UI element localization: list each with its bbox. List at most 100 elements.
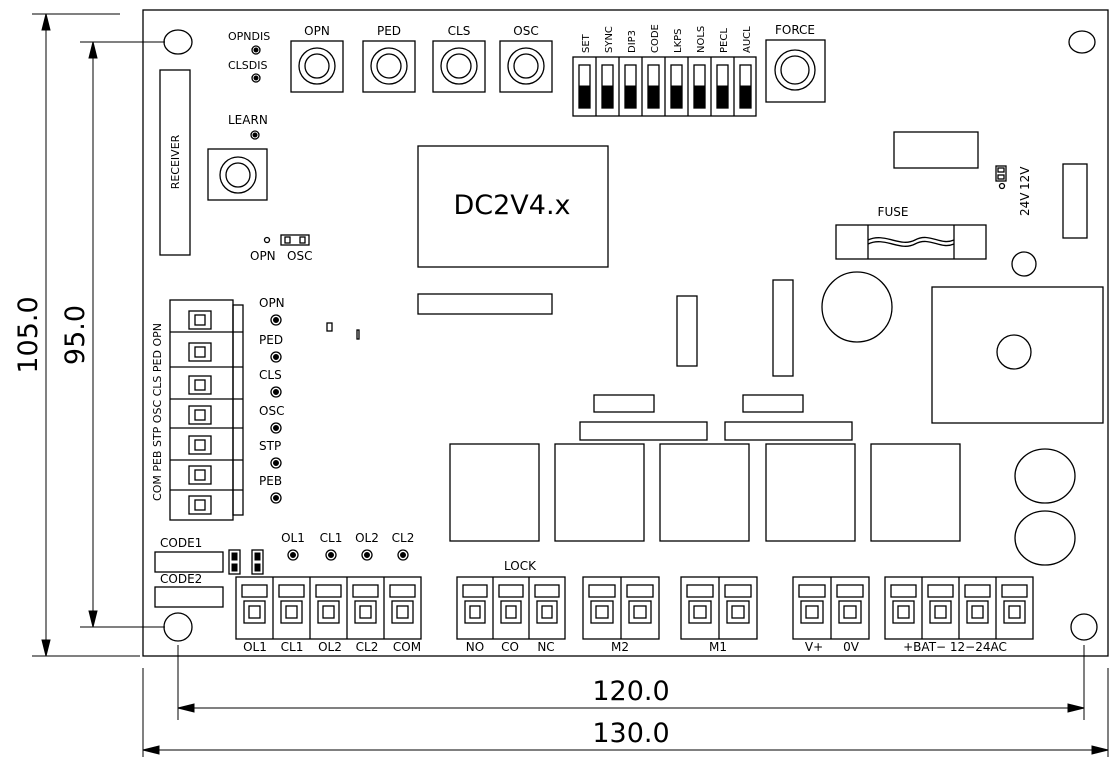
terminal-screw[interactable] <box>389 584 416 624</box>
input-led-label: CLS <box>259 368 282 382</box>
learn-button[interactable] <box>207 148 268 201</box>
terminal-screw[interactable] <box>315 584 342 624</box>
terminal-screw[interactable] <box>890 584 917 624</box>
terminal-label: OL1 <box>243 640 267 654</box>
cls-button[interactable] <box>432 40 486 93</box>
component-tall-right <box>1062 163 1088 239</box>
osc-button[interactable] <box>499 40 553 93</box>
dip-label: PECL <box>719 28 730 53</box>
terminal-screw[interactable] <box>798 584 826 624</box>
input-led-label: PEB <box>259 474 282 488</box>
code1-slot <box>154 551 224 573</box>
small-hole <box>1011 251 1037 277</box>
terminal-block <box>582 576 660 640</box>
voltage-24-label: 24V <box>1018 192 1032 216</box>
dip-label: NOLS <box>696 26 707 53</box>
voltage-jumper[interactable] <box>995 165 1007 190</box>
jumper-opn-label: OPN <box>250 249 276 263</box>
mounting-holes <box>163 29 1098 642</box>
dip-switch-block[interactable] <box>572 56 757 117</box>
terminal-screw[interactable] <box>462 584 488 624</box>
input-terminal-block <box>169 299 244 521</box>
fuse-label: FUSE <box>878 205 909 219</box>
component-block <box>893 131 979 169</box>
top-button-label: CLS <box>448 24 471 38</box>
terminal-block <box>680 576 758 640</box>
limit-led-label: OL2 <box>355 531 379 545</box>
terminal-screw[interactable] <box>498 584 524 624</box>
transformer-hole <box>996 334 1032 370</box>
terminal-screw[interactable] <box>1001 584 1028 624</box>
dip-label: DIP3 <box>627 30 638 53</box>
input-led-label: OSC <box>259 404 284 418</box>
limit-led-label: OL1 <box>281 531 305 545</box>
input-led-label: STP <box>259 439 281 453</box>
terminal-screw[interactable] <box>724 584 752 624</box>
component-vertical <box>772 279 794 377</box>
board-outline <box>142 9 1109 657</box>
component-small <box>593 394 655 413</box>
fuse <box>835 224 987 260</box>
opn-osc-jumper[interactable] <box>263 234 310 246</box>
limit-led-label: CL1 <box>320 531 343 545</box>
opn-button[interactable] <box>290 40 344 93</box>
opndis-label: OPNDIS <box>228 30 270 43</box>
terminal-screw[interactable] <box>588 584 616 624</box>
terminal-screw[interactable] <box>278 584 305 624</box>
terminal-screw[interactable] <box>241 584 268 624</box>
terminal-screw[interactable] <box>626 584 654 624</box>
input-led-label: OPN <box>259 296 285 310</box>
terminal-screw[interactable] <box>534 584 560 624</box>
model-label: DC2V4.x <box>453 190 570 221</box>
dip-label: AUCL <box>742 26 753 53</box>
small-part <box>326 322 333 332</box>
code2-slot <box>154 586 224 608</box>
top-button-label: OSC <box>513 24 538 38</box>
capacitor-round <box>1014 510 1076 566</box>
terminal-label: NC <box>537 640 554 654</box>
terminal-screw[interactable] <box>352 584 379 624</box>
dip-label: SYNC <box>604 26 615 53</box>
terminal-block <box>792 576 870 640</box>
terminal-label: 0V <box>843 640 860 654</box>
jumper-osc-label: OSC <box>287 249 312 263</box>
force-button[interactable] <box>765 39 826 103</box>
top-button-label: OPN <box>304 24 330 38</box>
code-jumper[interactable] <box>228 549 264 575</box>
terminal-label: CO <box>501 640 519 654</box>
terminal-screw[interactable] <box>836 584 864 624</box>
component-strip <box>579 421 708 441</box>
top-button-label: PED <box>377 24 401 38</box>
dim-height-inner: 95.0 <box>60 305 91 365</box>
terminal-screw[interactable] <box>927 584 954 624</box>
terminal-label: CL2 <box>356 640 379 654</box>
voltage-12-label: 12V <box>1018 166 1032 190</box>
component-small <box>742 394 804 413</box>
input-block-label: COM PEB STP OSC CLS PED OPN <box>151 323 164 501</box>
component-strip <box>417 293 553 315</box>
code2-label: CODE2 <box>160 572 202 586</box>
dimension-lines <box>32 13 1109 757</box>
terminal-screw[interactable] <box>964 584 991 624</box>
transformer <box>931 286 1104 424</box>
receiver-label: RECEIVER <box>169 134 182 189</box>
terminal-label: CL1 <box>281 640 304 654</box>
dim-width-outer: 130.0 <box>592 718 669 749</box>
terminal-label: M2 <box>611 640 629 654</box>
controller-chip <box>417 145 609 268</box>
terminal-block <box>456 576 566 640</box>
terminal-screw[interactable] <box>686 584 714 624</box>
lock-label: LOCK <box>504 559 537 573</box>
capacitor-round <box>1014 448 1076 504</box>
code1-label: CODE1 <box>160 536 202 550</box>
dim-height-outer: 105.0 <box>13 296 44 373</box>
terminal-block <box>235 576 422 640</box>
dip-label: SET <box>581 33 592 53</box>
dip-label: CODE <box>650 24 661 53</box>
terminal-label: COM <box>393 640 421 654</box>
component-vertical <box>676 295 698 367</box>
ped-button[interactable] <box>362 40 416 93</box>
dip-label: LKPS <box>673 28 684 53</box>
limit-led-label: CL2 <box>392 531 415 545</box>
